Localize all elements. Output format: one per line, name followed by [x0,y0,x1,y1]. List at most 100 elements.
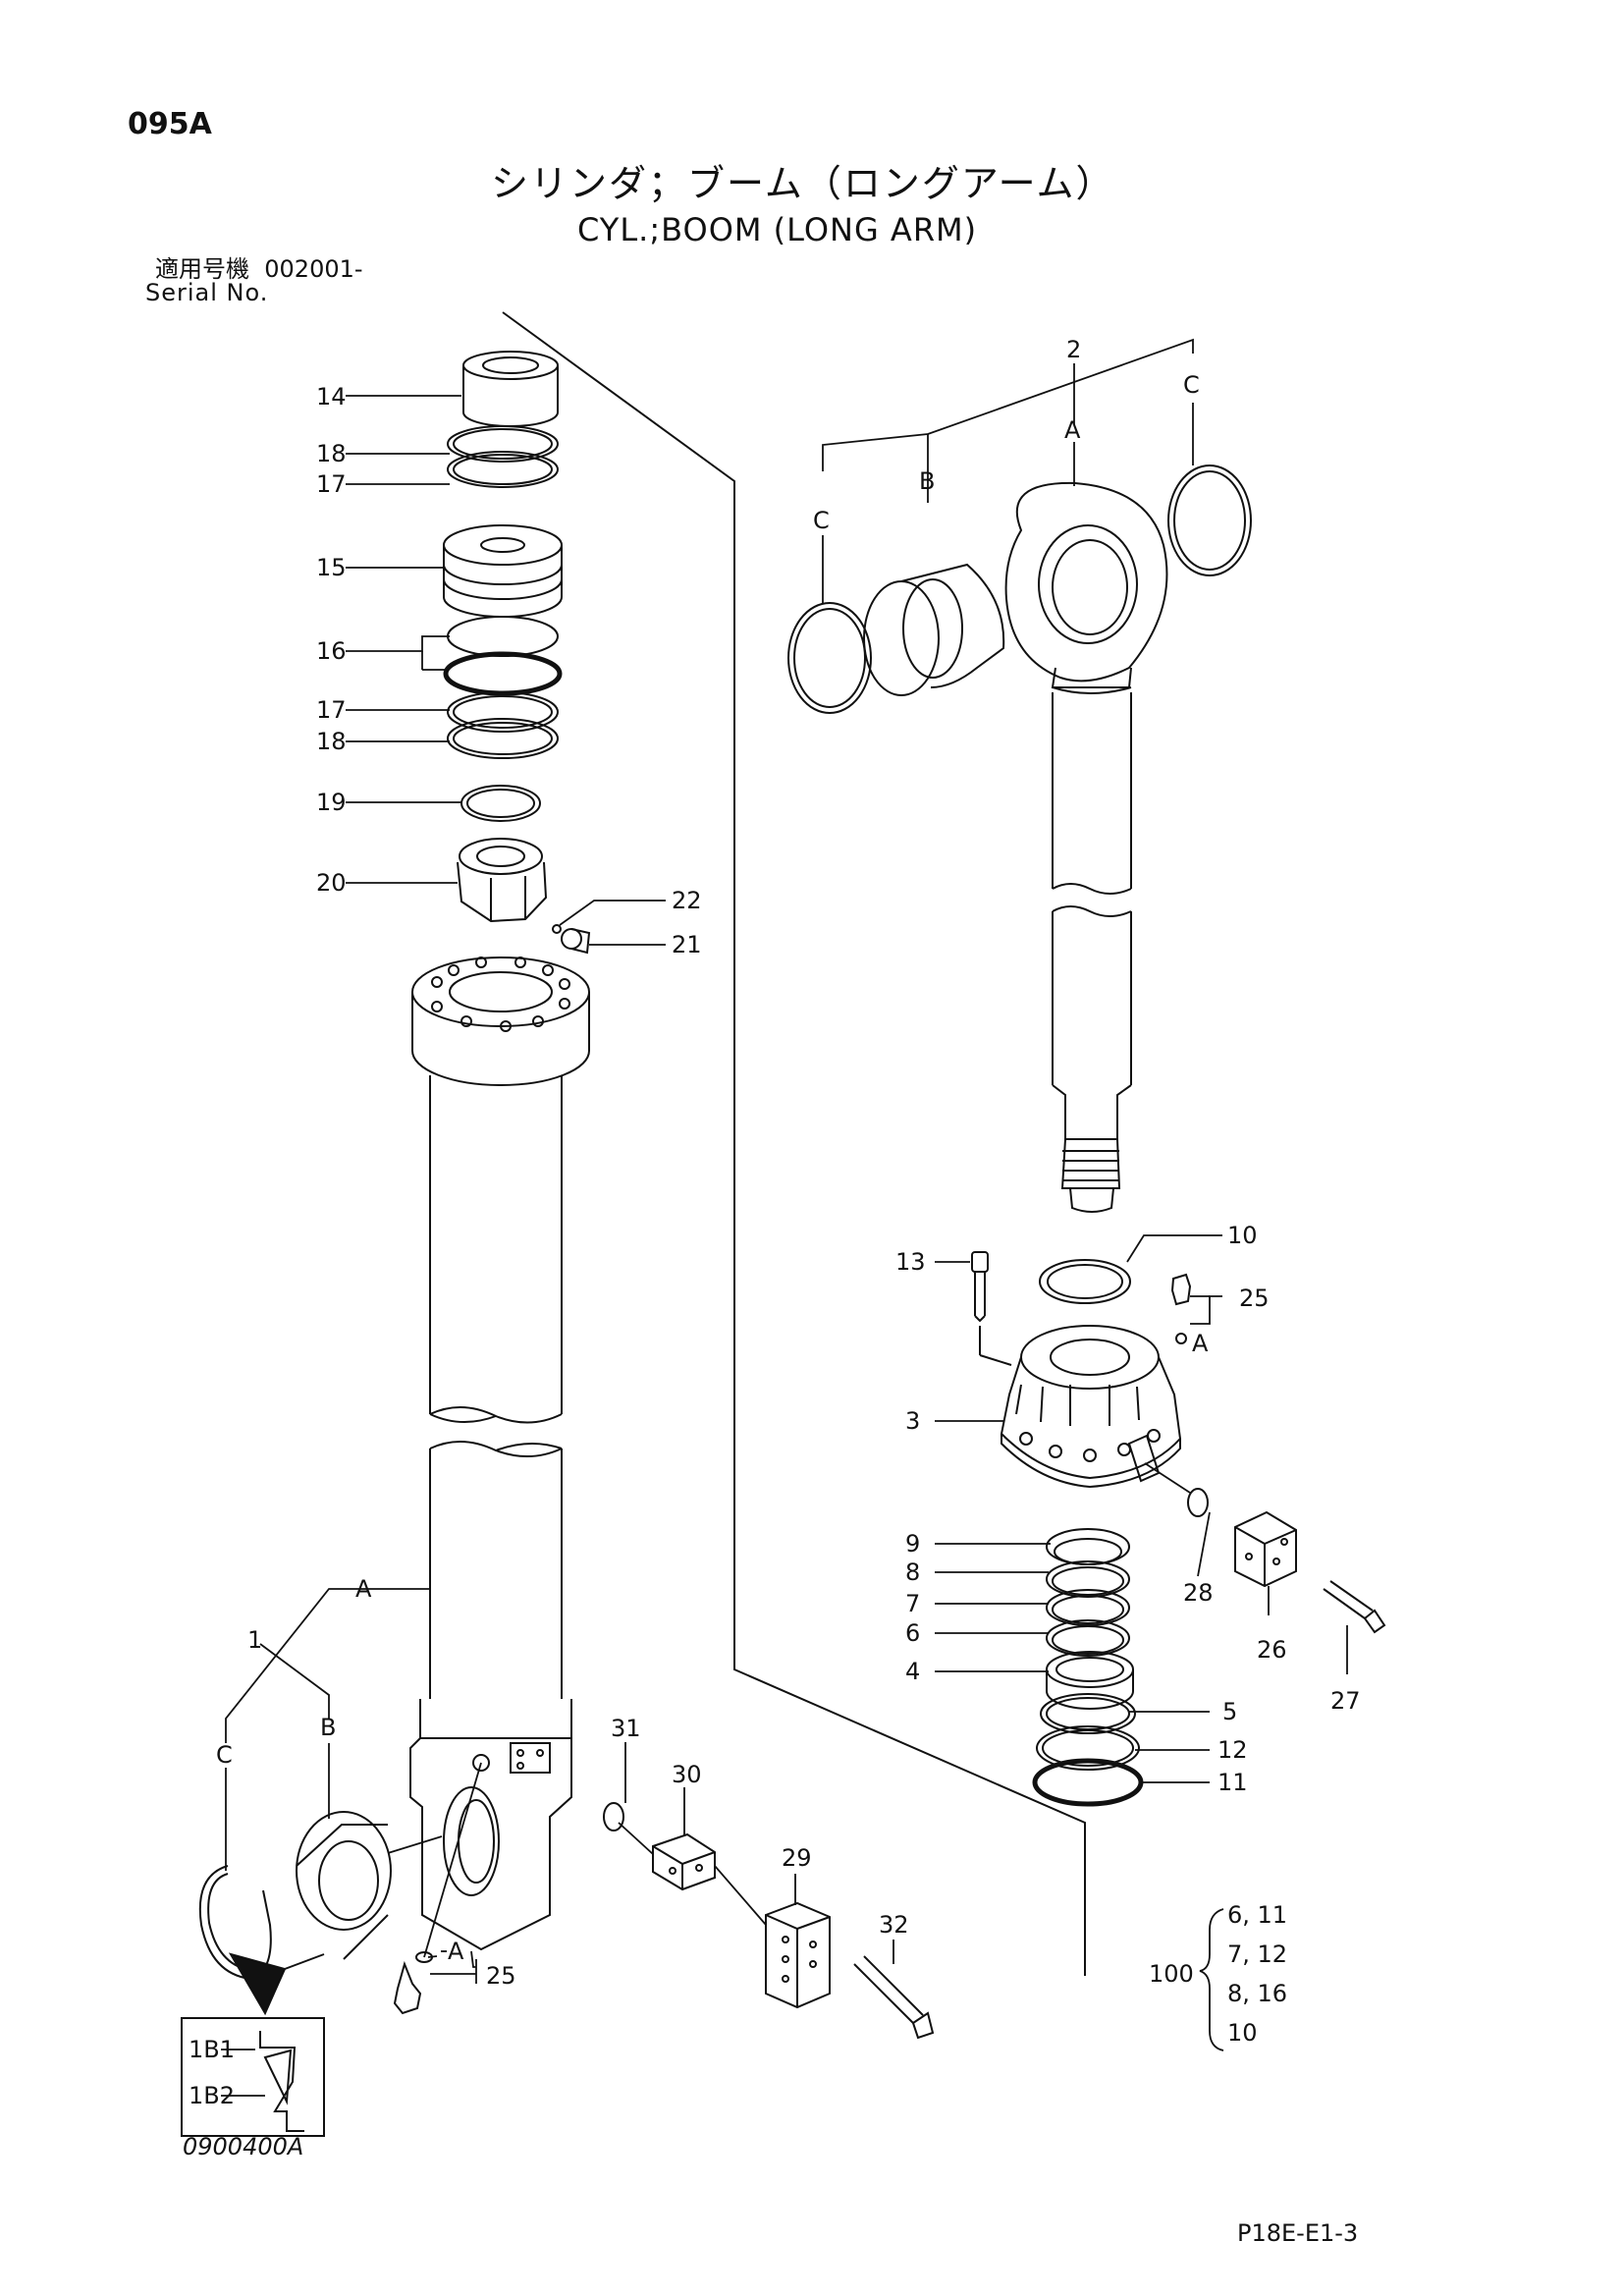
callout-C-left-ring: C [813,507,830,534]
part-13-bolt [971,1251,1012,1366]
part-18-ring-top [447,425,559,463]
serial-label-jp: 適用号機 002001- [155,257,363,281]
callout-labels: 14 18 17 15 16 17 18 19 20 22 21 A 1 B C… [189,336,1361,2109]
part-31-o-ring [603,1802,624,1831]
group-divider-line [502,311,1086,1976]
callout-18-top: 18 [316,440,347,467]
kit-row-1: 6, 11 [1227,1901,1287,1929]
serial-label-jp-text: 適用号機 [155,255,249,283]
part-1B-pin-bushing [296,1811,392,1960]
callout-26: 26 [1257,1636,1287,1664]
serial-value: 002001- [264,255,363,283]
callout-B-right: B [919,467,935,495]
part-29-valve-block [765,1901,831,2009]
diagram-code: 095A [128,107,212,141]
callout-1B2: 1B2 [189,2082,235,2109]
part-18-ring-bottom [447,718,559,759]
callout-C-left: C [216,1741,233,1769]
callout-7: 7 [905,1590,920,1617]
part-21-plug [561,928,591,955]
serial-label-en: Serial No. [145,279,269,306]
callout-11: 11 [1217,1769,1248,1796]
part-1-cylinder-tube [409,957,590,1951]
part-2-piston-rod [1004,481,1168,1213]
callout-13: 13 [895,1248,926,1276]
part-1C-snap-ring [198,1865,272,1981]
title-english: CYL.;BOOM (LONG ARM) [577,211,978,248]
drawing-number: 0900400A [183,2133,304,2160]
callout-19: 19 [316,789,347,816]
part-11-seal [1032,1758,1144,1807]
callout-1B1: 1B1 [189,2036,235,2063]
callout-20: 20 [316,869,347,897]
part-4-bushing [1046,1651,1134,1710]
callout-9: 9 [905,1530,920,1558]
callout-15: 15 [316,554,347,581]
callout-A-fitting: A [448,1938,464,1965]
part-25-grease-fitting-bottom [393,1951,433,2015]
part-14-bushing [462,351,559,427]
callout-8: 8 [905,1558,920,1586]
part-2C-ring-right [1167,465,1252,576]
callout-31: 31 [611,1715,641,1742]
part-17-ring-top [447,451,559,488]
callout-1: 1 [247,1626,262,1654]
leader-lines [221,338,1348,2097]
kit-row-3: 8, 16 [1227,1980,1287,2007]
callout-25-bottom: 25 [486,1962,516,1990]
part-2C-ring-left [787,602,872,714]
callout-5: 5 [1222,1698,1237,1725]
part-12-ring [1036,1725,1140,1771]
callout-12: 12 [1217,1736,1248,1764]
callout-17-bottom: 17 [316,696,347,724]
part-28-o-ring [1187,1488,1209,1517]
callout-18-bottom: 18 [316,728,347,755]
callout-3: 3 [905,1407,920,1435]
part-32-bolt [853,1955,935,2040]
kit-row-4: 10 [1227,2019,1258,2047]
callout-21: 21 [672,931,702,958]
part-19-washer [460,785,541,822]
part-30-plate [652,1832,716,1891]
piston-stack [443,351,591,955]
part-27-bolt [1323,1580,1386,1634]
callout-29: 29 [782,1844,812,1872]
callout-27: 27 [1330,1687,1361,1715]
callout-6: 6 [905,1619,920,1647]
part-8-ring [1046,1560,1130,1598]
callout-B-left: B [320,1714,336,1741]
part-10-ring [1039,1259,1131,1304]
callout-17-top: 17 [316,470,347,498]
callout-14: 14 [316,383,347,410]
callout-A-rod: A [1064,416,1081,444]
callout-25-top: 25 [1239,1285,1270,1312]
part-15-piston [443,524,563,618]
part-26-block [1234,1510,1297,1588]
callout-4: 4 [905,1658,920,1685]
title-japanese: シリンダ；ブーム（ロングアーム） [491,162,1115,205]
callout-C-right: C [1183,371,1200,399]
callout-22: 22 [672,887,702,914]
part-9-ring [1046,1528,1130,1565]
sheet-number: P18E-E1-3 [1237,2219,1359,2247]
callout-16: 16 [316,637,347,665]
part-3-rod-cover [1000,1325,1182,1489]
callout-2: 2 [1066,336,1081,363]
kit-row-2: 7, 12 [1227,1941,1287,1968]
callout-32: 32 [879,1911,909,1939]
bushing-detail-box [181,1952,325,2137]
part-22-ball [552,924,562,934]
part-25-grease-fitting-top [1170,1273,1192,1344]
callout-30: 30 [672,1761,702,1788]
callout-A-cover: A [1192,1330,1209,1357]
part-20-nut [457,838,548,923]
callout-A-tube: A [355,1575,372,1603]
part-16-seal-ring [443,616,563,696]
part-2B-bushing [863,563,1005,696]
part-6-ring [1046,1619,1130,1657]
part-17-ring-bottom [447,691,559,733]
callout-28: 28 [1183,1579,1214,1607]
callout-10: 10 [1227,1222,1258,1249]
kit-number: 100 [1149,1960,1194,1988]
